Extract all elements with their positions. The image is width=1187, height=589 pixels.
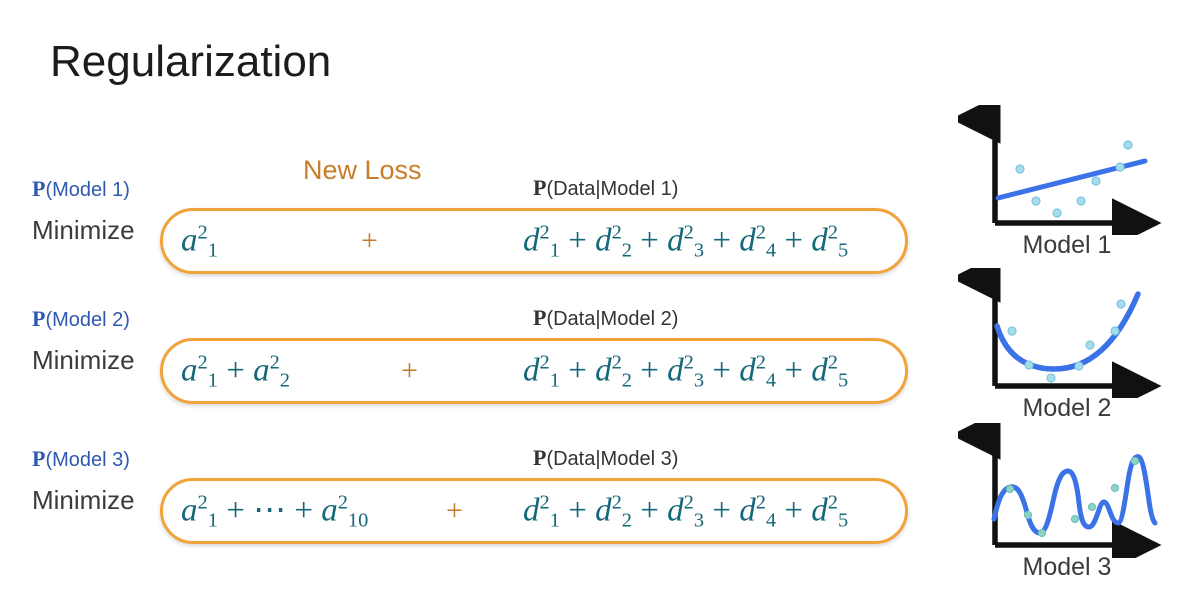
data-points	[1005, 456, 1140, 538]
new-loss-caption: New Loss	[303, 155, 422, 185]
chart-model-3: Model 3	[958, 423, 1176, 588]
chart-model-3-svg	[958, 423, 1162, 558]
likelihood-label-model-3: P(Data|Model 3)	[533, 445, 679, 470]
minimize-label: Minimize	[32, 345, 135, 375]
term-d-3: d23	[667, 351, 705, 392]
term-a-1: a21	[181, 351, 218, 392]
term-d-3: d23	[667, 491, 705, 532]
term-d-5: d25	[811, 351, 849, 392]
likelihood-label-text: (Data|Model 1)	[546, 178, 679, 200]
prior-label-text: (Model 2)	[45, 309, 130, 331]
term-d-4: d24	[739, 491, 777, 532]
data-term-model-3: d21 + d22 + d23 + d24 + d25	[523, 491, 849, 532]
term-d-1: d21	[523, 221, 560, 262]
probability-symbol: P	[32, 176, 46, 201]
data-term-model-2: d21 + d22 + d23 + d24 + d25	[523, 351, 849, 392]
term-d-2: d22	[595, 491, 632, 532]
term-d-2: d22	[595, 351, 632, 392]
term-a-1: a21	[181, 491, 218, 532]
equation-row-model-2: P(Model 2) P(Data|Model 2) Minimize a21 …	[0, 300, 940, 430]
loss-pill-model-3: a21 + ⋯ + a210 + d21 + d22 + d23 + d24 +…	[160, 478, 908, 544]
minimize-label: Minimize	[32, 485, 135, 515]
chart-model-2: Model 2	[958, 268, 1176, 433]
loss-pill-model-1: a21 + d21 + d22 + d23 + d24 + d25	[160, 208, 908, 274]
data-points	[1015, 140, 1133, 218]
term-d-1: d21	[523, 491, 560, 532]
regularization-term-model-3: a21 + ⋯ + a210	[181, 491, 369, 532]
likelihood-label-model-1: P(Data|Model 1)	[533, 175, 679, 200]
term-d-4: d24	[739, 351, 777, 392]
term-d-3: d23	[667, 221, 705, 262]
ellipsis: ⋯	[253, 492, 287, 529]
term-d-5: d25	[811, 491, 849, 532]
term-a-10: a210	[321, 491, 369, 532]
minimize-label: Minimize	[32, 215, 135, 245]
probability-symbol: P	[533, 305, 547, 330]
data-term-model-1: d21 + d22 + d23 + d24 + d25	[523, 221, 849, 262]
plus-operator-model-2: +	[401, 354, 418, 387]
equation-row-model-3: P(Model 3) P(Data|Model 3) Minimize a21 …	[0, 440, 940, 570]
term-d-1: d21	[523, 351, 560, 392]
likelihood-label-text: (Data|Model 2)	[546, 308, 679, 330]
term-d-4: d24	[739, 221, 777, 262]
prior-label-model-1: P(Model 1)	[32, 176, 130, 201]
plus-operator-model-1: +	[361, 224, 378, 257]
probability-symbol: P	[32, 446, 46, 471]
page-title: Regularization	[50, 37, 332, 86]
term-d-2: d22	[595, 221, 632, 262]
data-points	[1007, 299, 1126, 383]
prior-label-model-2: P(Model 2)	[32, 306, 130, 331]
chart-model-2-svg	[958, 268, 1162, 398]
chart-caption-model-3: Model 3	[1022, 553, 1112, 581]
probability-symbol: P	[32, 306, 46, 331]
regularization-term-model-2: a21 + a22	[181, 351, 290, 392]
chart-caption-model-1: Model 1	[1022, 231, 1112, 259]
prior-label-model-3: P(Model 3)	[32, 446, 130, 471]
chart-model-1: Model 1	[958, 105, 1176, 270]
loss-pill-model-2: a21 + a22 + d21 + d22 + d23 + d24 + d25	[160, 338, 908, 404]
plus-operator-model-3: +	[446, 494, 463, 527]
equation-row-model-1: P(Model 1) P(Data|Model 1) Minimize a21 …	[0, 170, 940, 300]
likelihood-label-text: (Data|Model 3)	[546, 448, 679, 470]
term-a-1: a21	[181, 221, 218, 262]
chart-caption-model-2: Model 2	[1022, 394, 1112, 422]
likelihood-label-model-2: P(Data|Model 2)	[533, 305, 679, 330]
regularization-term-model-1: a21	[181, 221, 218, 262]
probability-symbol: P	[533, 445, 547, 470]
term-d-5: d25	[811, 221, 849, 262]
chart-model-1-svg	[958, 105, 1162, 235]
term-a-2: a22	[253, 351, 290, 392]
prior-label-text: (Model 3)	[45, 449, 130, 471]
probability-symbol: P	[533, 175, 547, 200]
prior-label-text: (Model 1)	[45, 179, 130, 201]
